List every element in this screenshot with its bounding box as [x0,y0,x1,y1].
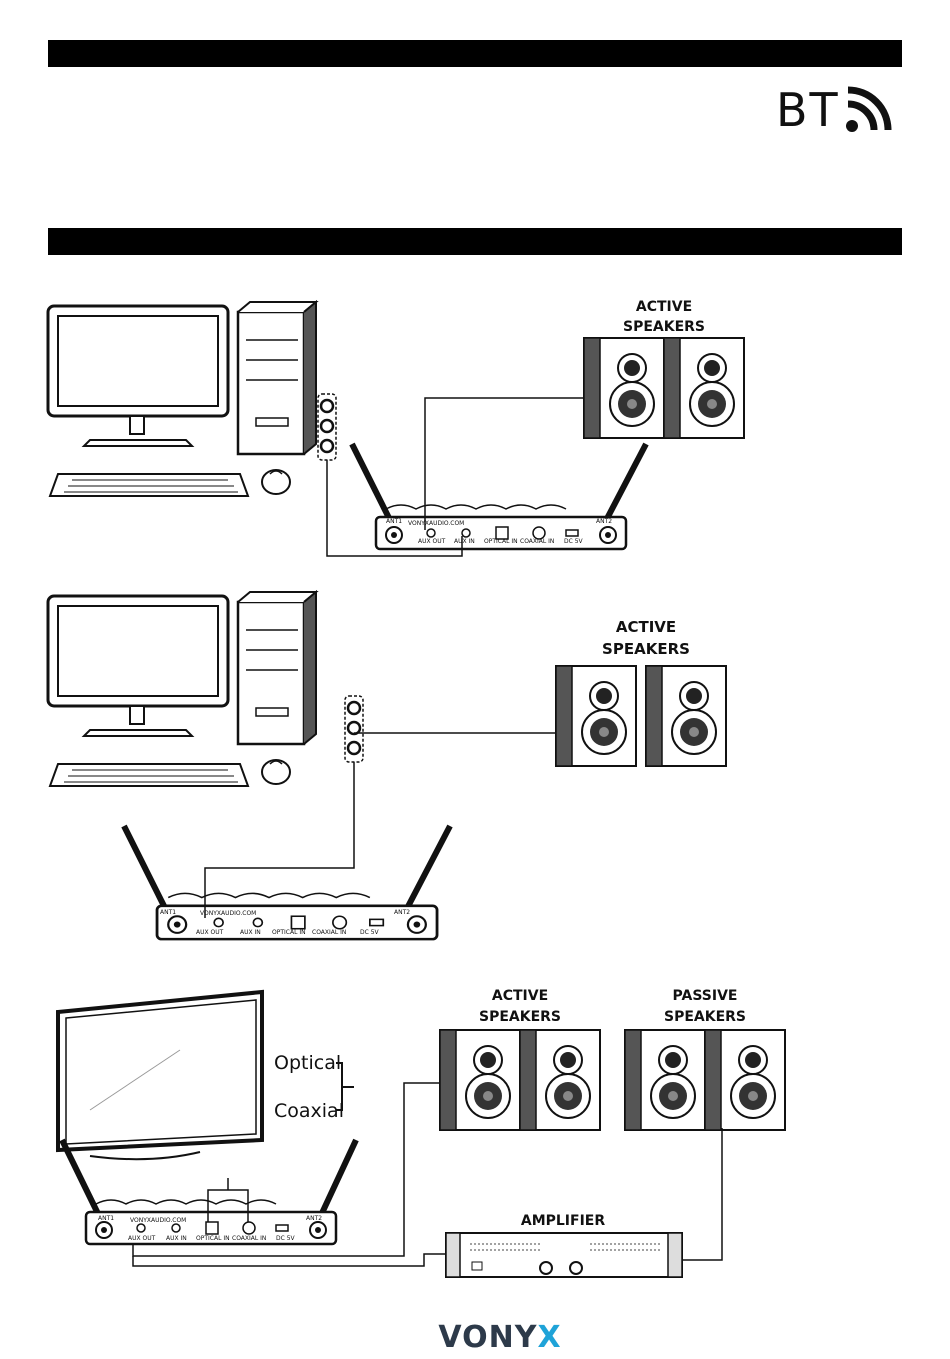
rx3-website: VONYXAUDIO.COM [130,1217,186,1224]
rx2-optical-in: OPTICAL IN [272,929,306,936]
diagram-3: Optical Coaxial VONYXAUDIO.COM ANT1 ANT2… [56,988,786,1278]
rx1-ant1: ANT1 [386,518,402,525]
rx1-optical-in: OPTICAL IN [484,538,518,545]
vonyx-logo: VONYX [420,1320,580,1356]
brand-x: X [537,1320,562,1355]
speaker-right-1 [663,337,745,439]
speaker-left-2 [555,665,637,767]
passive-speaker-right [704,1029,786,1131]
amplifier [445,1232,683,1278]
wireless-signal-icon [846,86,892,132]
rx2-website: VONYXAUDIO.COM [200,910,256,917]
active-speakers-label-1-line1: ACTIVE [636,299,692,315]
computer-audio-jacks-1 [316,392,338,462]
active-speakers-label-1-line2: SPEAKERS [623,319,705,335]
rx3-coaxial-in: COAXIAL IN [232,1235,266,1242]
optical-label: Optical [274,1052,341,1074]
rx1-aux-in: AUX IN [454,538,475,545]
rx1-dc: DC 5V [564,538,584,545]
cable-aux-out-to-amplifier [132,1253,446,1267]
active-speakers-label-2-line1: ACTIVE [616,618,676,636]
diagram-2: ACTIVE SPEAKERS VONYXAUDIO.COM ANT1 ANT2… [46,590,727,941]
rx2-ant2: ANT2 [394,909,410,916]
passive-speakers-label-line2: SPEAKERS [664,1009,746,1025]
computer-2 [46,590,318,788]
cable-pc-to-aux-in-1 [326,460,463,557]
bluetooth-logo: BT [776,82,900,138]
section-header-bar-middle [48,228,902,255]
rx1-website: VONYXAUDIO.COM [408,520,464,527]
antenna-right-2 [399,824,453,920]
bt-logo-text: BT [776,83,840,137]
active-speakers-label-2-line2: SPEAKERS [602,640,690,658]
speaker-left-1 [583,337,665,439]
rx2-ant1: ANT1 [160,909,176,916]
rx2-dc: DC 5V [360,929,380,936]
rx3-ant1: ANT1 [98,1215,114,1222]
active-speaker-right-3 [519,1029,601,1131]
computer-1 [46,300,318,498]
television [56,989,264,1161]
computer-audio-jacks-2 [343,694,365,764]
speaker-right-2 [645,665,727,767]
rx3-dc: DC 5V [276,1235,296,1242]
passive-speaker-left [624,1029,706,1131]
cable-pc-to-aux-out-2 [204,762,355,918]
rx1-coaxial-in: COAXIAL IN [520,538,554,545]
cable-aux-out-to-active-speakers [132,1082,440,1257]
amplifier-label: AMPLIFIER [521,1213,605,1229]
rx2-aux-in: AUX IN [240,929,261,936]
diagram-1: VONYXAUDIO.COM ANT1 ANT2 AUX OUT AUX IN … [46,299,745,557]
active-speakers-label-3-line1: ACTIVE [492,988,548,1004]
rx1-ant2: ANT2 [596,518,612,525]
antenna-left-2 [121,824,173,920]
rx2-aux-out: AUX OUT [196,929,224,936]
active-speaker-left-3 [439,1029,521,1131]
cable-aux-out-to-speakers-1 [424,397,584,530]
rx3-optical-in: OPTICAL IN [196,1235,230,1242]
coaxial-label: Coaxial [274,1100,344,1122]
rx3-ant2: ANT2 [306,1215,322,1222]
rx1-aux-out: AUX OUT [418,538,446,545]
rx3-aux-in: AUX IN [166,1235,187,1242]
passive-speakers-label-line1: PASSIVE [673,988,738,1004]
rx3-aux-out: AUX OUT [128,1235,156,1242]
section-header-bar-top [48,40,902,67]
brand-main: VONY [438,1320,538,1355]
rx2-coaxial-in: COAXIAL IN [312,929,346,936]
cable-amplifier-to-passive-speakers [682,1128,723,1261]
active-speakers-label-3-line2: SPEAKERS [479,1009,561,1025]
